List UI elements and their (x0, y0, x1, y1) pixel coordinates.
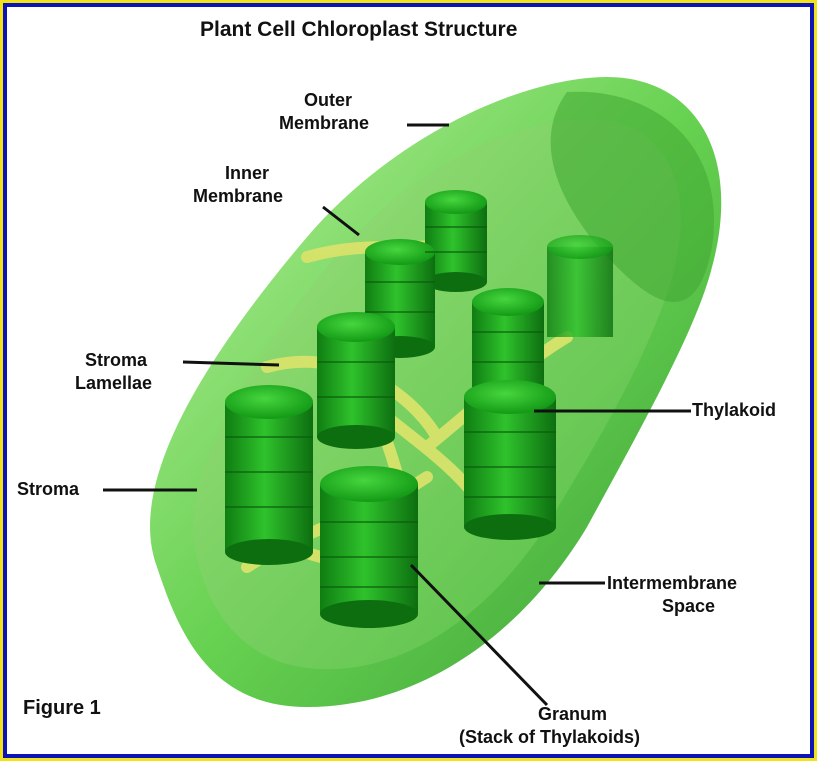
label-stroma: Stroma (17, 478, 79, 500)
label-granum-line2: (Stack of Thylakoids) (459, 726, 640, 748)
figure-label: Figure 1 (23, 697, 101, 719)
label-intermembrane-line2: Space (662, 595, 715, 617)
granum-8 (320, 466, 418, 628)
label-intermembrane-line1: Intermembrane (607, 572, 737, 594)
granum-7 (225, 385, 313, 565)
label-stroma-lamellae-line2: Lamellae (75, 372, 152, 394)
label-outer-membrane-line2: Membrane (279, 112, 369, 134)
label-granum-line1: Granum (538, 703, 607, 725)
label-inner-membrane-line2: Membrane (193, 185, 283, 207)
label-inner-membrane-line1: Inner (225, 162, 269, 184)
label-thylakoid: Thylakoid (692, 399, 776, 421)
granum-5 (317, 312, 395, 449)
label-stroma-lamellae-line1: Stroma (85, 349, 147, 371)
granum-2 (547, 235, 613, 337)
page-title: Plant Cell Chloroplast Structure (200, 19, 517, 41)
granum-6 (464, 380, 556, 540)
label-outer-membrane-line1: Outer (304, 89, 352, 111)
